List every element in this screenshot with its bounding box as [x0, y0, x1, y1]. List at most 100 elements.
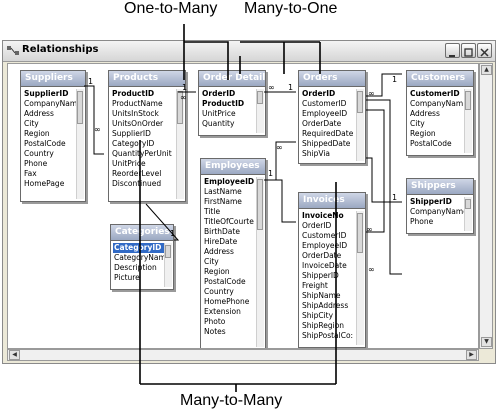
field-item[interactable]: OrderID [302, 221, 332, 230]
field-item[interactable]: OrderID [202, 89, 236, 98]
field-item[interactable]: CustomerID [302, 231, 347, 240]
field-item[interactable]: CustomerID [302, 99, 347, 108]
field-item[interactable]: ShipperID [302, 271, 339, 280]
field-item[interactable]: Picture [114, 273, 140, 282]
field-item[interactable]: ShipCity [302, 311, 334, 320]
field-item[interactable]: Fax [24, 169, 37, 178]
field-item[interactable]: InvoiceDate [302, 261, 347, 270]
field-item[interactable]: City [24, 119, 39, 128]
field-item[interactable]: CompanyName [24, 99, 76, 108]
table-scrollbar[interactable] [464, 197, 472, 231]
field-item[interactable]: Photo [204, 317, 226, 326]
minimize-button[interactable] [445, 43, 460, 58]
field-item[interactable]: ShipVia [302, 149, 331, 158]
field-item[interactable]: SupplierID [24, 89, 69, 98]
field-item[interactable]: ShipperID [410, 197, 452, 206]
field-item[interactable]: OrderDate [302, 119, 342, 128]
table-categories[interactable]: CategoriesCategoryIDCategoryNameDescript… [110, 224, 174, 290]
field-item[interactable]: ShipPostalCo: [302, 331, 354, 340]
table-title[interactable]: Employees [201, 159, 265, 175]
field-item[interactable]: CompanyName [410, 207, 464, 216]
field-item[interactable]: Address [410, 109, 440, 118]
field-item[interactable]: ProductName [112, 99, 163, 108]
field-item[interactable]: Region [204, 267, 230, 276]
table-title[interactable]: Customers [407, 71, 473, 87]
field-item[interactable]: Address [24, 109, 54, 118]
field-item[interactable]: RequiredDate [302, 129, 354, 138]
field-item[interactable]: PostalCode [410, 139, 452, 148]
field-item[interactable]: EmployeeID [302, 109, 348, 118]
relationships-canvas[interactable]: SuppliersSupplierIDCompanyNameAddressCit… [7, 63, 479, 349]
field-item[interactable]: UnitsOnOrder [112, 119, 164, 128]
field-item[interactable]: EmployeeID [302, 241, 348, 250]
field-item[interactable]: CompanyNam [410, 99, 464, 108]
field-item[interactable]: InvoiceNo [302, 211, 344, 220]
field-item[interactable]: Country [204, 287, 234, 296]
maximize-button[interactable] [461, 43, 476, 58]
table-scrollbar[interactable] [256, 177, 264, 347]
field-item[interactable]: Freight [302, 281, 328, 290]
field-item[interactable]: HomePhone [204, 297, 250, 306]
scroll-right-button[interactable]: ▶ [466, 350, 477, 360]
field-item[interactable]: HomePage [24, 179, 65, 188]
field-item[interactable]: UnitsInStock [112, 109, 159, 118]
table-title[interactable]: Products [109, 71, 185, 87]
field-item[interactable]: PostalCode [24, 139, 66, 148]
horizontal-scrollbar[interactable]: ◀ ▶ [7, 349, 479, 361]
table-scrollbar[interactable] [256, 89, 264, 133]
field-item[interactable]: City [410, 119, 425, 128]
field-item[interactable]: PostalCode [204, 277, 246, 286]
field-item[interactable]: Extension [204, 307, 241, 316]
field-item[interactable]: ReorderLevel [112, 169, 162, 178]
field-item[interactable]: FirstName [204, 197, 242, 206]
field-item[interactable]: CustomerID [410, 89, 460, 98]
field-item[interactable]: ProductID [202, 99, 245, 108]
table-title[interactable]: Invoices [299, 193, 365, 209]
field-item[interactable]: HireDate [204, 237, 238, 246]
field-item[interactable]: Region [410, 129, 436, 138]
field-item[interactable]: Address [204, 247, 234, 256]
title-bar[interactable]: Relationships [3, 41, 495, 62]
table-title[interactable]: Categories [111, 225, 173, 241]
scroll-down-button[interactable]: ▼ [481, 337, 492, 347]
field-item[interactable]: Country [24, 149, 54, 158]
scroll-left-button[interactable]: ◀ [9, 350, 20, 360]
field-item[interactable]: EmployeeID [204, 177, 255, 186]
close-button[interactable] [477, 43, 492, 58]
table-scrollbar[interactable] [76, 89, 84, 199]
table-scrollbar[interactable] [164, 243, 172, 287]
field-item[interactable]: Phone [24, 159, 48, 168]
field-item[interactable]: SupplierID [112, 129, 151, 138]
table-title[interactable]: Order Details [199, 71, 265, 87]
field-item[interactable]: OrderID [302, 89, 336, 98]
field-item[interactable]: ProductID [112, 89, 155, 98]
vertical-scrollbar[interactable]: ▲ ▼ [479, 63, 493, 349]
table-title[interactable]: Suppliers [21, 71, 85, 87]
field-item[interactable]: Quantity [202, 119, 235, 128]
table-scrollbar[interactable] [464, 89, 472, 153]
table-scrollbar[interactable] [356, 89, 364, 161]
field-item[interactable]: ShipName [302, 291, 341, 300]
field-item[interactable]: ShippedDate [302, 139, 351, 148]
field-item[interactable]: CategoryID [113, 243, 164, 253]
field-item[interactable]: TitleOfCourte [204, 217, 254, 226]
field-item[interactable]: UnitPrice [202, 109, 236, 118]
field-item[interactable]: Title [204, 207, 221, 216]
field-item[interactable]: City [204, 257, 219, 266]
field-item[interactable]: Discontinued [112, 179, 162, 188]
field-item[interactable]: Notes [204, 327, 226, 336]
table-title[interactable]: Shippers [407, 179, 473, 195]
table-title[interactable]: Orders [299, 71, 365, 87]
field-item[interactable]: Region [24, 129, 50, 138]
scroll-up-button[interactable]: ▲ [481, 65, 492, 75]
field-item[interactable]: OrderDate [302, 251, 342, 260]
field-item[interactable]: ShipAddress [302, 301, 349, 310]
field-item[interactable]: Phone [410, 217, 434, 226]
